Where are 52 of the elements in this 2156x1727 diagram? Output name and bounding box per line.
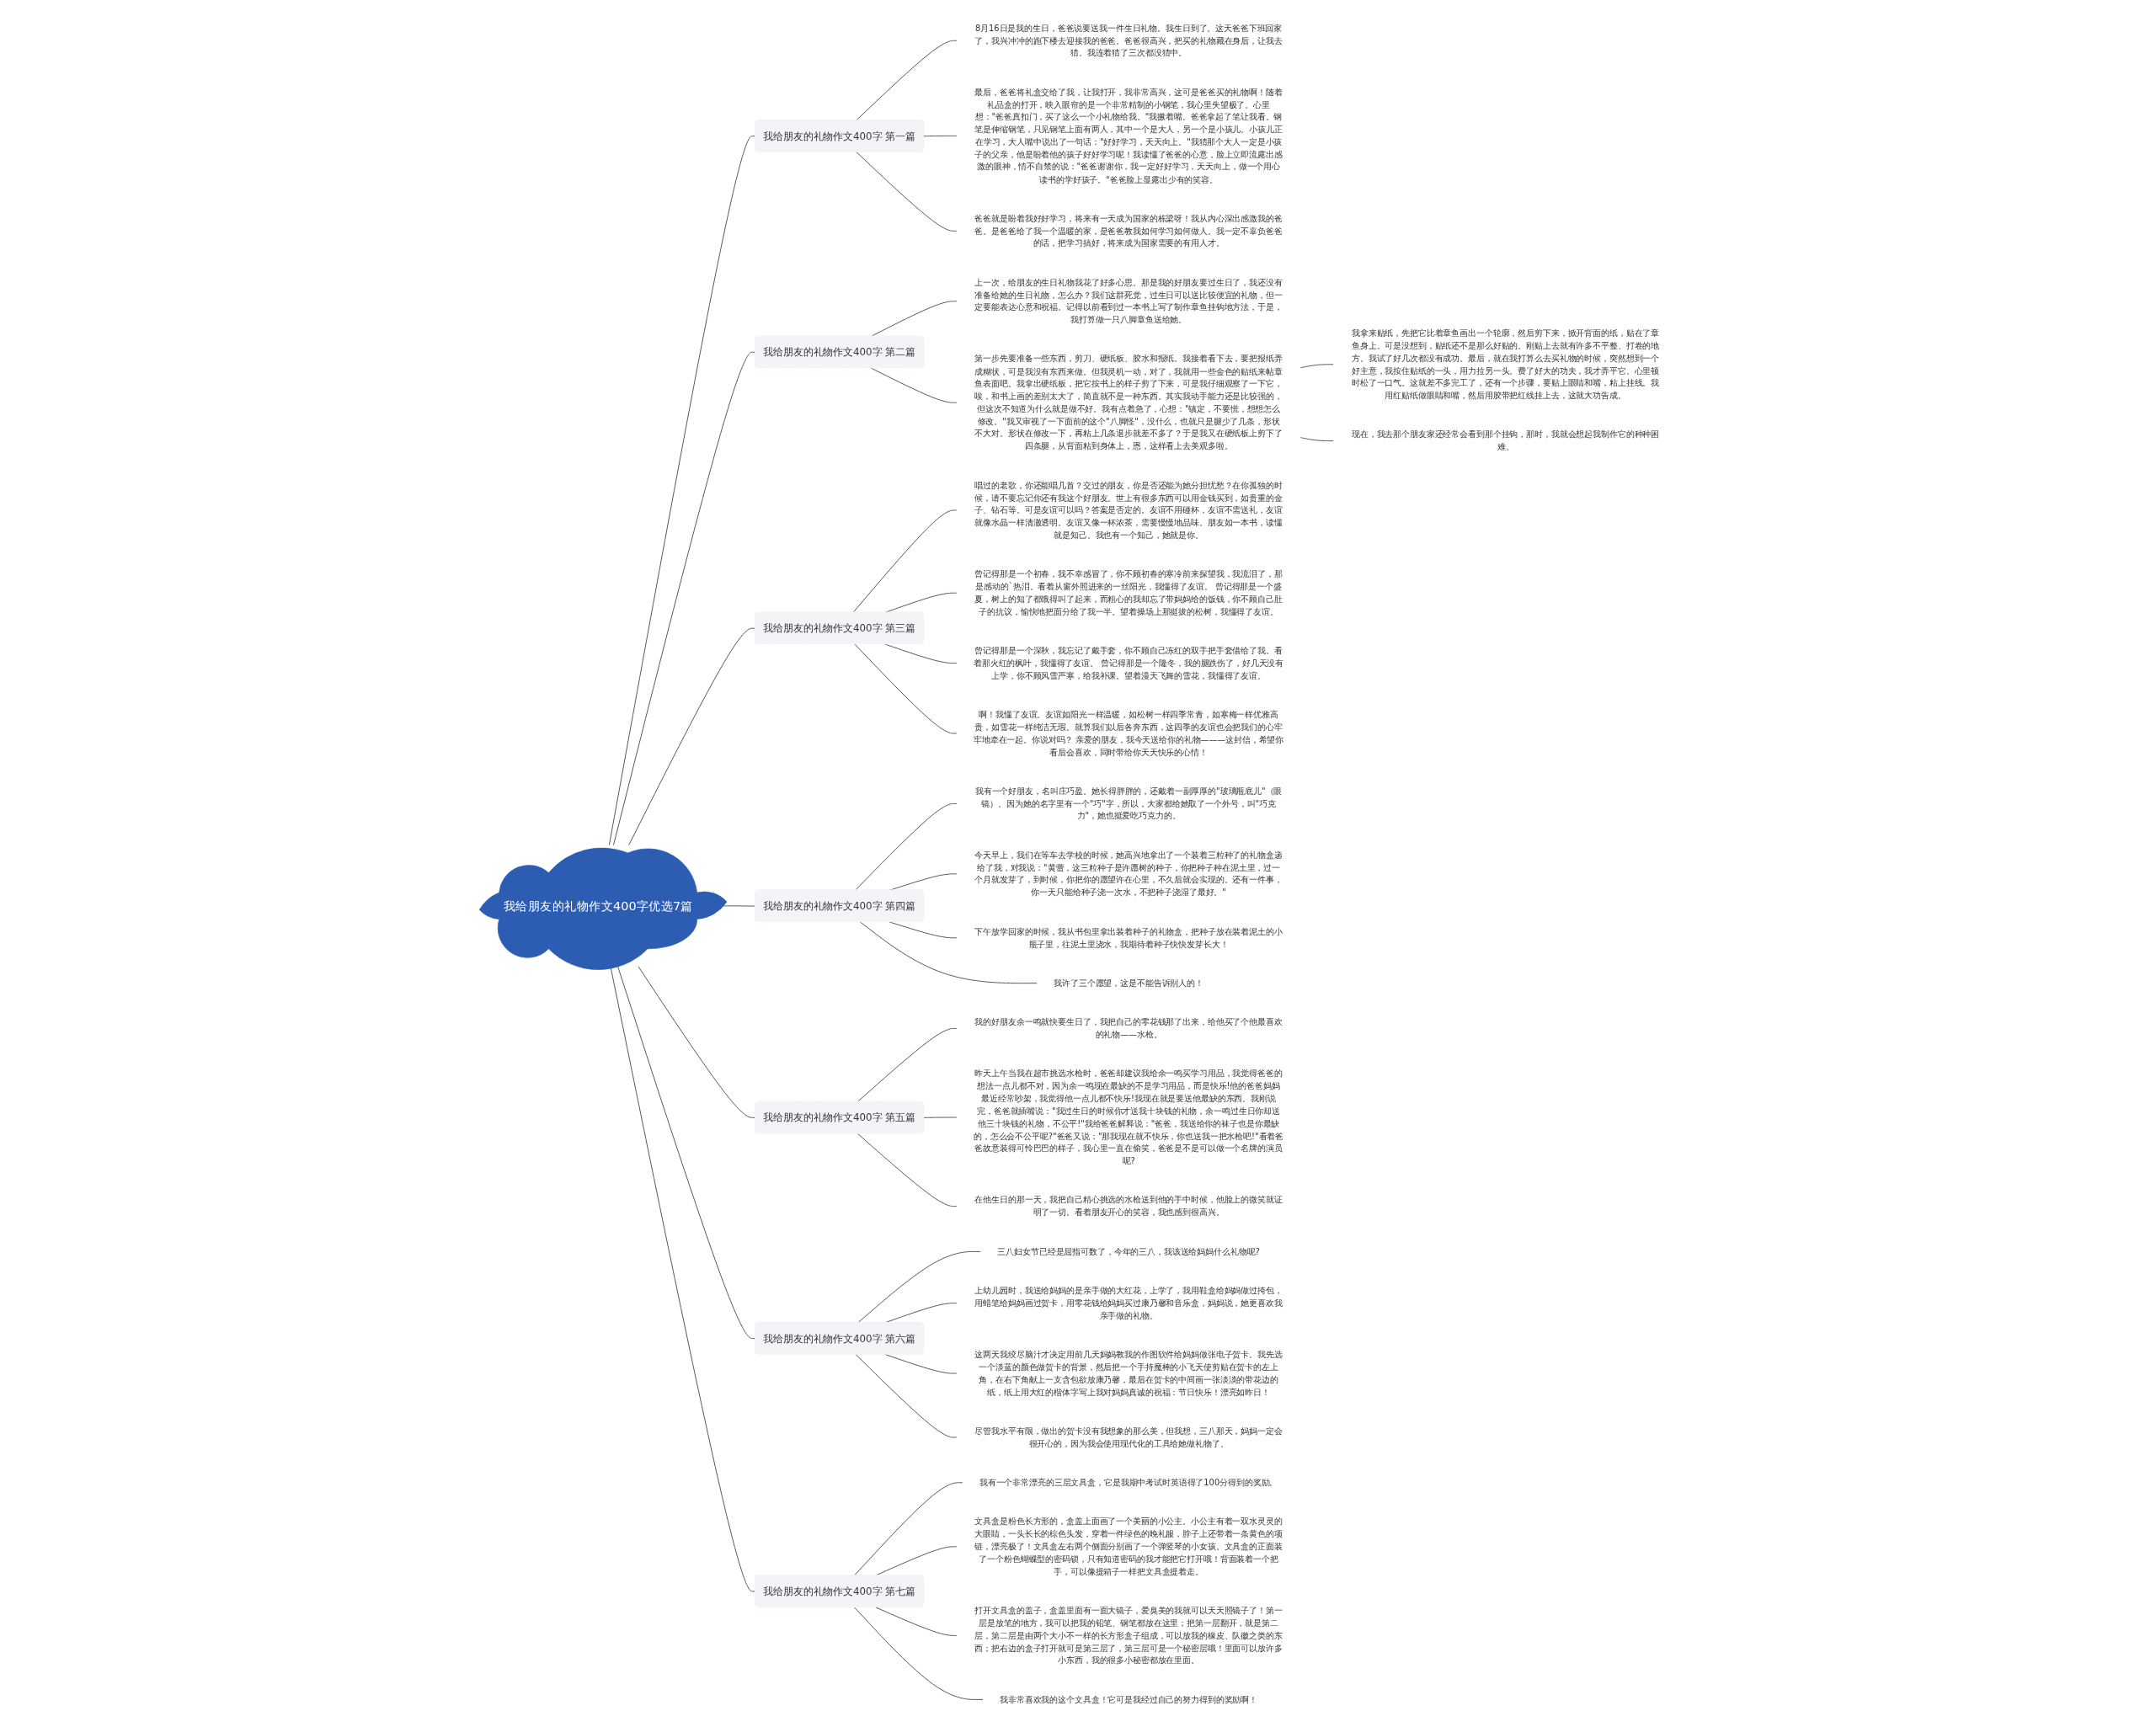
node-text: 上幼儿园时，我送给妈妈的是亲手做的大红花，上学了，我用鞋盒给妈妈做过挎包，用蜡笔给妈妈画过贺卡，用零花钱给妈妈买过康乃馨和音乐盒，妈妈说，她更喜欢我亲手做的礼物。 (974, 1285, 1283, 1320)
connector (854, 802, 958, 891)
node-text: 曾记得那是一个初春，我不幸感冒了，你不顾初春的寒冷前来探望我，我流泪了，那是感动的`热泪。看着从窗外照进来的一丝阳光，我懂得了友谊。 曾记得那是一个盛夏，树上的知了都饿得叫了起来，而粗心的我却忘了带妈妈给的饭钱，你不顾自己肚子的抗议，愉快地把面分给了我一半。望着操场上那挺拔的松树，我懂得了友谊。 (974, 568, 1283, 616)
node-text: 这两天我绞尽脑汁才决定用前几天妈妈教我的作图软件给妈妈做张电子贺卡。我先选一个淡蓝的颜色做贺卡的背景，然后把一个手持魔棒的小飞天使剪贴在贺卡的左上角，在右下角献上一支含包欲放康乃馨，最后在贺卡的中间画一张淡淡的带花边的纸，纸上用大红的楷体字写上我对妈妈真诚的祝福：节日快乐！漂亮如昨日！ (974, 1349, 1283, 1397)
node-text: 唱过的老歌，你还能唱几首？交过的朋友，你是否还能为她分担忧愁？在你孤独的时候，请不要忘记你还有我这个好朋友。世上有很多东西可以用金钱买到，如贵重的金子、钻石等。可是友谊可以吗？答案是否定的。友谊不用碰杯，友谊不需送礼，友谊就像水晶一样清澈透明。友谊又像一杯浓茶，需要慢慢地品味。朋友如一本书，读懂就是知己。我也有一个知己，她就是你。 (974, 479, 1283, 540)
connector (1299, 363, 1334, 368)
node-text: 打开文具盒的盖子，盒盖里面有一面大镜子，爱臭美的我就可以天天照镜子了！第一层是放笔的地方，我可以把我的铅笔、钢笔都放在这里；把第一层翻开，就是第二层，第二层是由两个大小不一样的长方形盒子组成，可以放我的橡皮、队徽之类的东西；把右边的盒子打开就可是第三层了，第三层可是一个秘密层哦！里面可以放许多小东西，我的很多小秘密都放在里面。 (974, 1605, 1283, 1666)
connector (874, 1606, 958, 1636)
node-text: 文具盒是粉色长方形的，盒盖上面画了一个美丽的小公主。小公主有着一双水灵灵的大眼睛，一头长长的棕色头发，穿着一件绿色的晚礼服，脖子上还带着一条黄色的项链，漂亮极了！文具盒左右两个侧面分别画了一个弹竖琴的小女孩。文具盒的正面装了一个粉色蝴蝶型的密码锁，只有知道密码的我才能把它打开哦！背面装着一个把手，可以像提箱子一样把文具盒提着走。 (974, 1516, 1283, 1576)
node-text: 我有一个非常漂亮的三层文具盒，它是我期中考试时英语得了100分得到的奖励。 (979, 1477, 1278, 1488)
connector (855, 1353, 958, 1438)
node-text: 昨天上午当我在超市挑选水枪时，爸爸却建议我给余一鸣买学习用品，我觉得爸爸的想法一点儿都不对，因为余一鸣现在最缺的不是学习用品，而是快乐!他的爸爸妈妈最近经常吵架，我觉得他一点儿都不快乐!我现在就是要送他最缺的东西。我刚说完，爸爸就插嘴说："我过生日的时候你才送我十块钱的礼物，余一鸣过生日你却送他三十块钱的礼物，不公平!"我给爸爸解释说："爸爸，我送给你的袜子也是你最缺的，怎么会不公平呢?"爸爸又说："那我现在就不快乐，你也送我一把水枪吧!"看着爸爸故意装得可怜巴巴的样子，我心里一直在偷笑，爸爸是不是可以做一个名牌的演员呢? (973, 1068, 1283, 1166)
node-text: 我非常喜欢我的这个文具盒！它可是我经过自己的努力得到的奖励啊！ (999, 1693, 1257, 1704)
connector (855, 151, 958, 232)
node-text: 8月16日是我的生日，爸爸说要送我一件生日礼物。我生日到了。这天爸爸下班回家了，我兴冲冲的跑下楼去迎接我的爸爸。爸爸很高兴，把买的礼物藏在身后，让我去猜。我连着猜了三次都没猜中。 (974, 22, 1283, 58)
connector (853, 1481, 963, 1576)
connector (608, 135, 755, 845)
connector (627, 627, 755, 845)
node-text: 我拿来贴纸，先把它比着章鱼画出一个轮廓，然后剪下来，掀开背面的纸，贴在了章鱼身上。可是没想到，贴纸还不是那么好贴的。刚贴上去就有许多不平整、打卷的地方。我试了好几次都没有成功。最后，就在我打算么去买礼物的时候，突然想到一个好主意，我按住贴纸的一头，用力拉另一头。费了好大的功夫，我才弄平它。心里顿时松了一口气。这就差不多完工了，还有一个步骤，要贴上眼睛和嘴，粘上挂线。我用红贴纸做眼睛和嘴，然后用胶带把红线挂上去，这就大功告成。 (1351, 328, 1659, 401)
node-text: 最后，爸爸将礼盒交给了我，让我打开，我非常高兴，这可是爸爸买的礼物啊！随着礼品盒的打开，映入眼帘的是一个非常精制的小钢笔，我心里失望极了。心里想："爸爸真扣门，买了这么一个小礼物给我。"我撅着嘴。爸爸拿起了笔让我看。钢笔是伸缩钢笔，只见钢笔上面有两人，其中一个是大人，另一个是小孩儿。小孩儿正在学习，大人嘴中说出了一句话："好好学习，天天向上。"我猜那个大人一定是小孩子的父亲，他是盼着他的孩子好好学习呢！我读懂了爸爸的心意，脸上立即流露出感激的眼神，情不自禁的说："爸爸谢谢你，我一定好好学习，天天向上，做一个用心读书的学好孩子。"爸爸脸上显露出少有的笑容。 (974, 86, 1283, 184)
connector (853, 643, 958, 734)
node-text: 爸爸就是盼着我好好学习，将来有一天成为国家的栋梁呀！我从内心深出感激我的爸爸。是爸爸给了我一个温暖的家，是爸爸教我如何学习如何做人。我一定不辜负爸爸的话，把学习搞好，将来成为国家需要的有用人才。 (974, 212, 1283, 248)
connector (610, 966, 755, 1591)
connector (612, 351, 755, 845)
node-text: 上一次，给朋友的生日礼物我花了好多心思。那是我的好朋友要过生日了，我还没有准备给她的生日礼物，怎么办？我们这群死党，过生日可以送比较便宜的礼物，但一定要能表达心意和祝福。记得以前看到过一本书上写了制作章鱼挂钩地方法，于是，我打算做一只八脚章鱼送给她。 (974, 276, 1283, 325)
connector (883, 1353, 958, 1374)
connector (859, 920, 1038, 983)
node-text: 尽管我水平有限，做出的贺卡没有我想象的那么美，但我想，三八那天，妈妈一定会很开心的，因为我会使用现代化的工具给她做礼物了。 (974, 1426, 1283, 1448)
connector (1299, 436, 1334, 441)
connector (638, 966, 755, 1118)
connector (855, 40, 958, 120)
node-text: 我许了三个愿望，这是不能告诉别人的！ (1053, 978, 1203, 988)
node-text: 今天早上，我们在等车去学校的时候，她高兴地拿出了一个装着三粒种了的礼物盒递给了我，对我说："黄蕾，这三粒种子是许愿树的种子，你把种子种在泥土里，过一个月就发芽了，到时候，你把你的愿望许在心里，不久后就会实现的。还有一件事，你一天只能给种子浇一次水，不把种子浇湿了最好。" (974, 850, 1283, 898)
connector (857, 1250, 981, 1323)
node-text: 啊！我懂了友谊。友谊如阳光一样温暖，如松树一样四季常青，如寒梅一样优雅高贵，如雪花一样纯洁无瑕。就算我们以后各奔东西，这四季的友谊也会把我们的心牢牢地牵在一起。你说对吗？ 亲爱的朋友，我今天送给你的礼物———这封信，希望你看后会喜欢，同时带给你天天快乐的心情！ (973, 709, 1283, 757)
node-text: 我的好朋友余一鸣就快要生日了，我把自己的零花钱那了出来，给他买了个他最喜欢的礼物——水枪。 (974, 1016, 1283, 1040)
connector (870, 367, 958, 403)
node-text: 三八妇女节已经是屈指可数了，今年的三八，我该送给妈妈什么礼物呢? (997, 1245, 1260, 1256)
connector (923, 1117, 958, 1118)
node-text: 现在，我去那个朋友家还经常会看到那个挂钩，那时，我就会想起我制作它的种种困难。 (1351, 429, 1659, 452)
connector (889, 920, 958, 938)
node-text: 曾记得那是一个深秋，我忘记了戴手套，你不顾自己冻红的双手把手套借给了我。看着那火红的枫叶，我懂得了友谊。 曾记得那是一个隆冬，我的腿跌伤了，好几天没有上学，你不顾风雪严寒，给我补课。望着漫天飞舞的雪花，我懂得了友谊。 (973, 645, 1283, 680)
connector (883, 643, 958, 664)
node-text: 在他生日的那一天，我把自己精心挑选的水枪送到他的手中时候，他脸上的微笑就证明了一切。看着朋友开心的笑容，我也感到很高兴。 (974, 1194, 1283, 1218)
node-text: 下午放学回家的时候，我从书包里拿出装着种子的礼物盒，把种子放在装着泥土的小瓶子里，往泥土里浇水，我期待着种子快快发芽长大！ (974, 925, 1283, 949)
connector (616, 966, 755, 1339)
node-text: 我有一个好朋友，名叫庄巧盈。她长得胖胖的，还戴着一副厚厚的"玻璃瓶底儿"（眼镜）。因为她的名字里有一个"巧"字，所以，大家都给她取了一个外号，叫"巧克力"，她也挺爱吃巧克力的。 (974, 786, 1282, 821)
connector (857, 1133, 958, 1207)
connector (853, 1606, 984, 1700)
node-text: 第一步先要准备一些东西，剪刀、硬纸板、胶水和报纸。我接着看下去，要把报纸弄成糊状，可是我没有东西来做。但我灵机一动，对了，我就用一些金色的贴纸来帖章鱼表面吧。我拿出硬纸板，把它按书上的样子剪了下来，可是我仔细观察了一下它，唉，和书上画的差别太大了，简直就不是一种东西。其实我动手能力还是比较强的，但这次不知道为什么就是做不好。我有点着急了，心想："镇定，不要慌，想想怎么修改。"我又审视了一下面前的这个"八脚怪"，没什么，也就只是腿少了几条，形状不大对。形状在修改一下，再粘上几条退步就差不多了？于是我又在硬纸板上剪下了四条腿，从背面粘到身体上，恩，这样看上去美观多啦。 (974, 353, 1283, 451)
connector (852, 509, 958, 613)
connector (923, 135, 958, 136)
